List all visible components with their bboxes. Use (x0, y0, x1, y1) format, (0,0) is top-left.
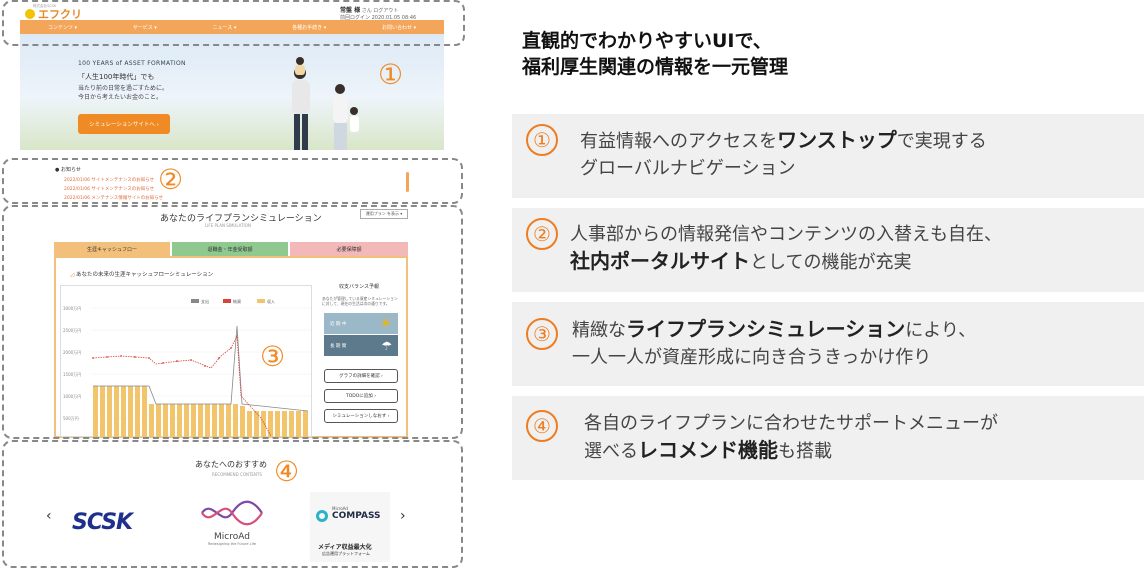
plan-select[interactable]: 運用プラン を表示 ▾ (360, 209, 408, 219)
svg-text:2500万円: 2500万円 (63, 328, 81, 333)
feature-number: ① (526, 124, 558, 156)
site-logo[interactable]: エフクリ (25, 6, 82, 22)
feature-text: 精緻なライフプランシミュレーションにより、 一人一人が資産形成に向き合うきっかけ… (572, 317, 977, 368)
notice-scrollbar[interactable] (406, 172, 409, 192)
logout-link[interactable]: さん ログアウト (361, 8, 399, 14)
feature-text: 有益情報へのアクセスをワンストップで実現する グローバルナビゲーション (580, 128, 987, 179)
region-frame-4 (2, 440, 463, 568)
tab-cashflow[interactable]: 生涯キャッシュフロー (54, 242, 170, 256)
balance-forecast-text: あなたが管理している資産シミュレーションに対して、現在の生活は次の通りです。 (322, 296, 398, 306)
simulation-title: あなたのライフプランシミュレーション (160, 214, 322, 224)
notice-section (20, 160, 444, 204)
marker-4: ④ (274, 455, 300, 488)
legend-label: 支出 (201, 298, 209, 304)
marker-2: ② (158, 163, 184, 196)
hero-copy: 当たり前の日常を過ごすために。 今日から考えたいお金のこと。 (78, 85, 169, 101)
recommend-card-microad[interactable]: MicroAd Redesigning the Future Life (192, 498, 272, 554)
marker-1: ① (378, 58, 404, 91)
simulation-subtitle: LIFE PLAN SIMULATION (205, 223, 251, 228)
hero-heading: 「人生100年時代」でも (78, 73, 155, 81)
microad-name: MicroAd (214, 532, 250, 542)
nav-item-procedures[interactable]: 各種お手続き ▾ (292, 24, 327, 31)
notice-item[interactable]: 2022/01/06 メンテナンス情報サイトのお知らせ (64, 196, 164, 201)
compass-small: MicroAd (332, 506, 348, 511)
global-nav: コンテンツ ▾ サービス ▾ ニュース ▾ 各種お手続き ▾ お問い合わせ ▾ (20, 20, 444, 34)
todo-add-button[interactable]: TODOに追加 › (324, 389, 398, 403)
region-frame-1 (2, 0, 465, 46)
marker-3: ③ (260, 340, 286, 373)
balance-forecast-title: 収支バランス予報 (339, 284, 379, 290)
recommend-subtitle: RECOMMEND CONTENTS (212, 472, 262, 477)
last-login: 前回ログイン 2020.01.05 08:46 (340, 15, 417, 21)
nav-item-news[interactable]: ニュース ▾ (212, 24, 237, 31)
svg-text:1500万円: 1500万円 (63, 372, 81, 377)
legend-swatch-income (257, 299, 265, 303)
feature-text: 各自のライフプランに合わせたサポートメニューが 選べるレコメンド機能も搭載 (584, 413, 998, 462)
user-info: 常盤 様 さん ログアウト 前回ログイン 2020.01.05 08:46 (340, 7, 416, 22)
feature-number: ③ (526, 318, 558, 350)
weather-row-long: 長 期 間 ☂ (324, 335, 398, 356)
sun-icon: ☀ (379, 315, 392, 332)
recommend-title: あなたへのおすすめ (195, 460, 267, 469)
hero-banner: 100 YEARS of ASSET FORMATION 「人生100年時代」で… (20, 34, 444, 150)
svg-text:3000万円: 3000万円 (63, 306, 81, 311)
carousel-next-icon[interactable]: › (400, 508, 406, 524)
legend-label: 収入 (267, 298, 275, 304)
resimulate-button[interactable]: シミュレーションしなおす › (324, 409, 398, 423)
tab-coverage[interactable]: 必要保障額 (290, 242, 408, 256)
cashflow-chart-svg: 3000万円 2500万円 2000万円 1500万円 1000万円 500万円 支出… (63, 298, 311, 438)
nav-item-services[interactable]: サービス ▾ (132, 24, 157, 31)
region-frame-2 (2, 158, 463, 204)
compass-line2: 広告運用プラットフォーム (322, 551, 370, 556)
nav-item-contents[interactable]: コンテンツ ▾ (47, 24, 77, 31)
feature-card-3: ③ 精緻なライフプランシミュレーションにより、 一人一人が資産形成に向き合うきっ… (512, 302, 1144, 386)
logo-caption: 株式会社SCSK (33, 4, 57, 8)
svg-text:1000万円: 1000万円 (63, 394, 81, 399)
feature-card-4: ④ 各自のライフプランに合わせたサポートメニューが 選べるレコメンド機能も搭載 (512, 396, 1144, 480)
portal-mockup: エフクリ 株式会社SCSK 常盤 様 さん ログアウト 前回ログイン 2020.… (0, 0, 470, 575)
carousel-prev-icon[interactable]: ‹ (46, 508, 52, 524)
microad-tagline: Redesigning the Future Life (208, 542, 256, 546)
weather-row-short: 近 期 中 ☀ (324, 313, 398, 334)
hero-eyebrow: 100 YEARS of ASSET FORMATION (78, 60, 186, 67)
notice-item[interactable]: 2022/01/06 サイトメンテナンスのお知らせ (64, 187, 155, 192)
legend-swatch-expense (191, 299, 199, 303)
feature-text: 人事部からの情報発信やコンテンツの入替えも自在、 社内ポータルサイトとしての機能… (570, 224, 1002, 273)
microad-logo-icon (201, 500, 263, 526)
compass-line1: メディア収益最大化 (318, 544, 372, 551)
feature-number: ④ (526, 410, 558, 442)
legend-swatch-net (223, 299, 231, 303)
recommend-card-scsk[interactable]: SCSK (72, 510, 133, 535)
feature-card-2: ② 人事部からの情報発信やコンテンツの入替えも自在、 社内ポータルサイトとしての… (512, 208, 1144, 292)
notice-title: ● お知らせ (55, 167, 81, 173)
svg-text:2000万円: 2000万円 (63, 350, 81, 355)
compass-name: COMPASS (332, 511, 381, 521)
graph-detail-button[interactable]: グラフの詳細を確認 › (324, 369, 398, 383)
simulation-site-button[interactable]: シミュレーションサイトへ › (78, 114, 170, 134)
chart-title: ◿ あなたの未来の生涯キャッシュフローシミュレーション (70, 272, 214, 278)
feature-card-1: ① 有益情報へのアクセスをワンストップで実現する グローバルナビゲーション (512, 114, 1144, 198)
recommend-card-compass[interactable]: MicroAd COMPASS メディア収益最大化 広告運用プラットフォーム (310, 492, 390, 562)
logo-mark-icon (25, 9, 35, 19)
cashflow-chart: 3000万円 2500万円 2000万円 1500万円 1000万円 500万円 支出… (60, 285, 312, 438)
notice-item[interactable]: 2022/01/06 サイトメンテナンスのお知らせ (64, 178, 155, 183)
family-photo (292, 57, 359, 150)
tab-retirement[interactable]: 退職金・年金受取額 (172, 242, 288, 256)
legend-label: 純資 (233, 298, 241, 304)
svg-text:500万円: 500万円 (63, 416, 79, 421)
feature-number: ② (526, 218, 558, 250)
nav-item-contact[interactable]: お問い合わせ ▾ (381, 24, 417, 31)
region-frame-3 (2, 205, 463, 439)
rain-icon: ☂ (381, 338, 392, 353)
user-name: 常盤 様 (340, 7, 361, 14)
weather-forecast: 近 期 中 ☀ 長 期 間 ☂ (324, 313, 398, 357)
compass-logo-icon (316, 510, 328, 522)
chart-icon: ◿ (70, 272, 76, 278)
page-heading: 直観的でわかりやすいUIで、 福利厚生関連の情報を一元管理 (522, 30, 789, 78)
